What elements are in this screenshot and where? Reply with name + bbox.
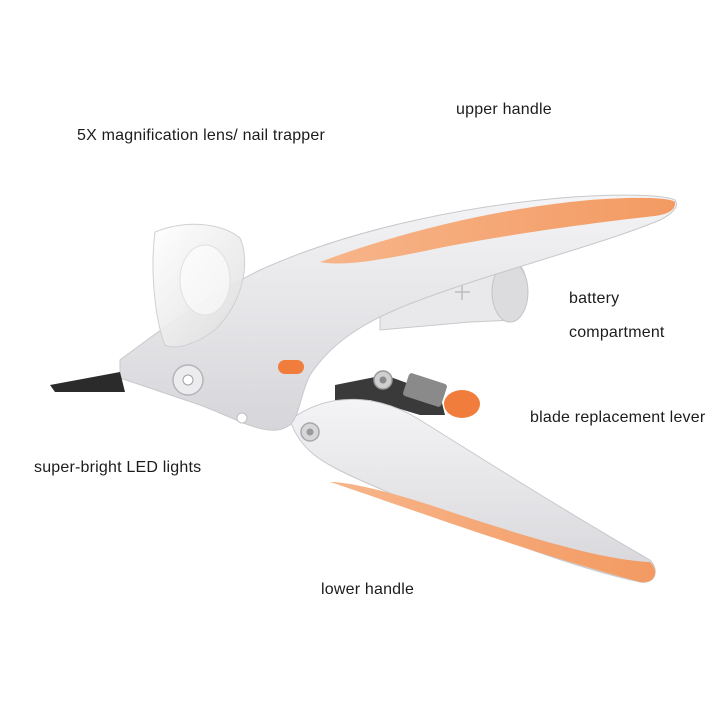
cutting-blade: [50, 372, 125, 392]
lower-handle: [289, 398, 656, 583]
magnification-lens: [152, 223, 246, 348]
lower-handle-label: lower handle: [321, 581, 415, 598]
battery-label-line2: compartment: [569, 324, 665, 341]
led-lights-label: super-bright LED lights: [34, 459, 202, 476]
upper-handle: [119, 194, 677, 431]
battery-label-line1: battery: [569, 290, 620, 307]
upper-handle-label: upper handle: [456, 101, 552, 118]
blade-replacement-lever: [335, 370, 480, 418]
lens-label: 5X magnification lens/ nail trapper: [77, 127, 326, 144]
led-lights: [172, 364, 248, 424]
blade-lever-label: blade replacement lever: [530, 409, 706, 426]
